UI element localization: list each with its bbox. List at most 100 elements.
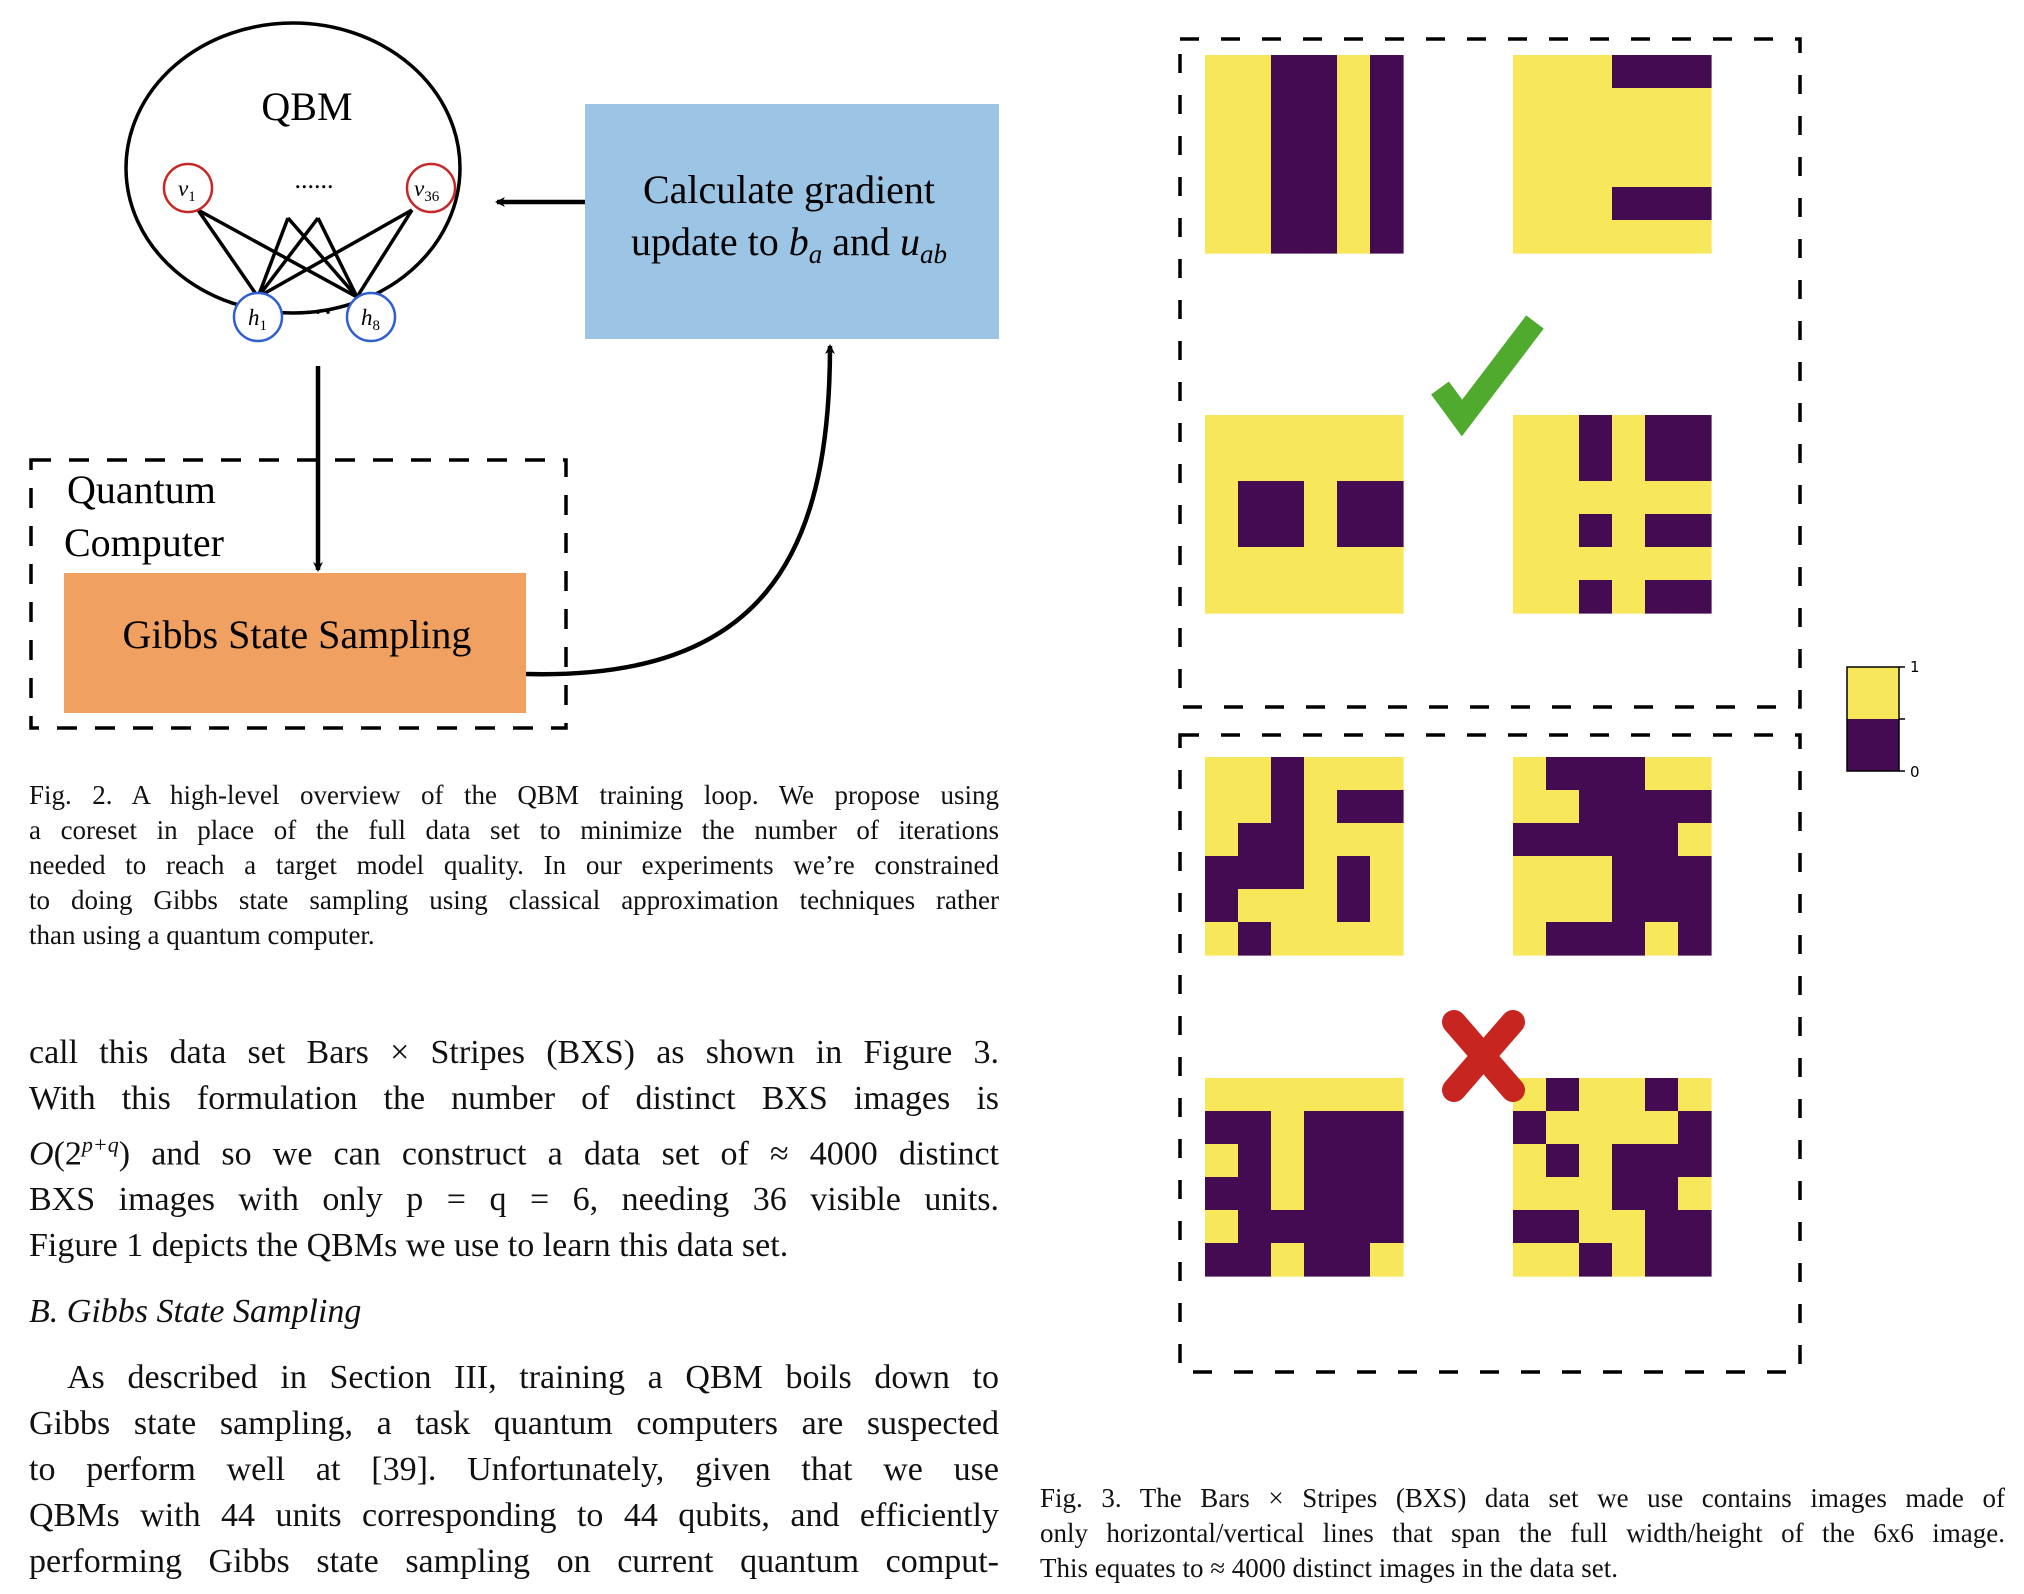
pixel-cell	[1678, 823, 1712, 857]
pixel-cell	[1238, 1111, 1272, 1145]
pixel-cell	[1645, 580, 1679, 614]
section-line: As described in Section III, training a …	[67, 1359, 999, 1396]
pixel-cell	[1546, 1210, 1580, 1244]
section-line: Gibbs state sampling, a task quantum com…	[29, 1405, 999, 1442]
pixel-cell	[1678, 88, 1712, 122]
pixel-cell	[1370, 55, 1404, 89]
pixel-cell	[1546, 1078, 1580, 1112]
hidden-unit-h1-label: h1	[248, 305, 267, 334]
pixel-cell	[1238, 55, 1272, 89]
pixel-cell	[1612, 1078, 1646, 1112]
pixel-cell	[1370, 1177, 1404, 1211]
pixel-cell	[1678, 1111, 1712, 1145]
pixel-cell	[1370, 547, 1404, 581]
pixel-cell	[1271, 448, 1305, 482]
arrow-gibbs-to-gradient	[525, 344, 835, 677]
pixel-cell	[1513, 55, 1547, 89]
pixel-cell	[1304, 55, 1338, 89]
pixel-cell	[1579, 1243, 1613, 1277]
pixel-cell	[1513, 481, 1547, 515]
pixel-cell	[1370, 121, 1404, 155]
pixel-cell	[1678, 514, 1712, 548]
pixel-cell	[1304, 889, 1338, 923]
section-line: QBMs with 44 units corresponding to 44 q…	[29, 1497, 999, 1534]
pixel-cell	[1238, 757, 1272, 791]
fig2-caption-line: than using a quantum computer.	[29, 920, 375, 950]
pixel-cell	[1513, 790, 1547, 824]
pixel-cell	[1238, 889, 1272, 923]
pixel-cell	[1238, 823, 1272, 857]
pixel-cell	[1645, 1078, 1679, 1112]
pixel-cell	[1370, 88, 1404, 122]
pixel-cell	[1205, 922, 1239, 956]
pixel-cell	[1678, 1243, 1712, 1277]
colorbar-low	[1847, 719, 1899, 771]
pixel-cell	[1370, 757, 1404, 791]
pixel-cell	[1238, 154, 1272, 188]
body-line: Figure 1 depicts the QBMs we use to lear…	[29, 1227, 789, 1265]
pixel-cell	[1645, 514, 1679, 548]
pixel-cell	[1370, 1243, 1404, 1277]
pixel-cell	[1513, 1177, 1547, 1211]
pixel-cell	[1645, 1144, 1679, 1178]
pixel-cell	[1546, 514, 1580, 548]
valid-bxs-image	[1205, 415, 1404, 614]
pixel-cell	[1546, 1243, 1580, 1277]
pixel-cell	[1678, 856, 1712, 890]
pixel-cell	[1513, 580, 1547, 614]
pixel-cell	[1304, 154, 1338, 188]
pixel-cell	[1579, 88, 1613, 122]
pixel-cell	[1612, 1210, 1646, 1244]
pixel-cell	[1271, 154, 1305, 188]
pixel-cell	[1205, 580, 1239, 614]
pixel-cell	[1205, 448, 1239, 482]
pixel-cell	[1579, 922, 1613, 956]
pixel-cell	[1337, 823, 1371, 857]
pixel-cell	[1678, 547, 1712, 581]
gibbs-sampling-box	[64, 573, 526, 713]
pixel-cell	[1513, 154, 1547, 188]
pixel-cell	[1612, 889, 1646, 923]
pixel-cell	[1612, 220, 1646, 254]
body-line: BXS images with only p = q = 6, needing …	[29, 1181, 999, 1219]
pixel-cell	[1678, 481, 1712, 515]
pixel-cell	[1612, 790, 1646, 824]
pixel-cell	[1513, 88, 1547, 122]
visible-unit-v1	[162, 162, 214, 214]
pixel-cell	[1304, 1111, 1338, 1145]
pixel-cell	[1271, 889, 1305, 923]
pixel-cell	[1579, 1078, 1613, 1112]
pixel-cell	[1546, 121, 1580, 155]
section-line: to perform well at [39]. Unfortunately, …	[29, 1451, 999, 1488]
pixel-cell	[1546, 448, 1580, 482]
pixel-cell	[1238, 1210, 1272, 1244]
pixel-cell	[1678, 55, 1712, 89]
pixel-cell	[1546, 1144, 1580, 1178]
pixel-cell	[1271, 1111, 1305, 1145]
pixel-cell	[1337, 121, 1371, 155]
pixel-cell	[1238, 1177, 1272, 1211]
pixel-cell	[1678, 1078, 1712, 1112]
pixel-cell	[1645, 1111, 1679, 1145]
pixel-cell	[1678, 757, 1712, 791]
pixel-cell	[1546, 88, 1580, 122]
pixel-cell	[1612, 514, 1646, 548]
body-line: With this formulation the number of dist…	[29, 1080, 999, 1117]
pixel-cell	[1546, 55, 1580, 89]
pixel-cell	[1238, 88, 1272, 122]
pixel-cell	[1271, 1210, 1305, 1244]
pixel-cell	[1337, 154, 1371, 188]
hidden-unit-h8-label: h8	[361, 305, 380, 334]
pixel-cell	[1579, 790, 1613, 824]
pixel-cell	[1271, 187, 1305, 221]
pixel-cell	[1337, 1243, 1371, 1277]
body-line-math: O(2p+q) and so we can construct a data s…	[29, 1132, 999, 1173]
pixel-cell	[1546, 1177, 1580, 1211]
pixel-cell	[1645, 481, 1679, 515]
pixel-cell	[1645, 823, 1679, 857]
pixel-cell	[1645, 55, 1679, 89]
pixel-cell	[1513, 856, 1547, 890]
pixel-cell	[1205, 856, 1239, 890]
section-heading: B. Gibbs State Sampling	[29, 1293, 362, 1330]
pixel-cell	[1271, 1177, 1305, 1211]
